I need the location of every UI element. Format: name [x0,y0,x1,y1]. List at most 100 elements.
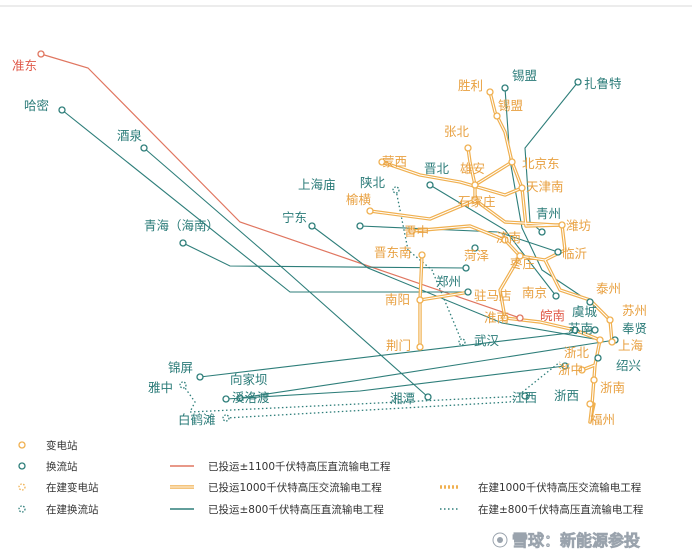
marker-wannan [516,314,524,322]
dc800-lines [61,81,616,400]
line-dc1100-huaidong-wannan [40,53,521,319]
line-dc800b-shanbei-wuhan [395,189,463,343]
line-dc800-ximeng-taizhou [504,87,591,303]
marker-yazhong [179,381,187,389]
marker-jinan [501,236,509,244]
legend: 变电站 换流站 在建变电站 在建换流站 已投运±1100千伏特高压直流输电工程 … [18,439,644,516]
label-sunan: 苏南 [568,321,593,336]
marker-xiongan [471,181,479,189]
legend-substation-label: 变电站 [46,439,78,452]
marker-heze [471,244,479,252]
label-yuheng: 榆横 [346,192,372,207]
watermark: 雪球：新能源参投 [492,531,640,550]
marker-yuheng [366,207,374,215]
marker-shanghai [608,338,616,346]
legend-converter-label: 换流站 [46,460,78,473]
marker-zhangbei [464,144,472,152]
label-weifang: 潍坊 [566,218,591,233]
label-shanghaimiao: 上海庙 [298,177,336,192]
marker-sunan [591,326,599,334]
marker-shijiazhuang [471,196,479,204]
marker-jingmen [416,343,424,351]
legend-ac1000-label: 已投运1000千伏特高压交流输电工程 [208,481,382,494]
marker-ximeng [493,112,501,120]
label-jinping: 锦屏 [168,360,193,375]
label-suzhou: 苏州 [622,303,647,318]
label-wuhan: 武汉 [474,333,500,348]
label-ximeng-top: 锡盟 [512,68,537,83]
marker-suzhou [606,316,614,324]
ac1000-line-cores [369,91,613,423]
label-zhaluteqi: 扎鲁特 [584,76,622,91]
marker-zhenan [590,376,598,384]
label-ningdong: 宁东 [282,210,307,225]
label-zhenan: 浙南 [600,380,625,395]
marker-zhengzhou [464,288,472,296]
marker-nanyang [416,296,424,304]
marker-weifang [558,221,566,229]
label-yazhong: 雅中 [148,380,173,395]
label-mengxi: 蒙西 [382,154,407,169]
label-shanghai: 上海 [618,338,644,353]
label-zhexi: 浙西 [554,388,579,403]
marker-zaozhuang [516,252,524,260]
legend-substation-marker [18,441,26,449]
label-zhumadian: 驻马店 [474,288,512,303]
label-jiangxi: 江西 [512,390,537,405]
legend-ac1000-building-label: 在建1000千伏特高压交流输电工程 [478,481,642,494]
marker-linyi [554,248,562,256]
legend-converter-building-marker [18,505,26,513]
marker-qingzhou [538,228,546,236]
marker-shanghaimiao [356,222,364,230]
line-dc800-jiuquan-xiangtan [143,147,429,398]
station-labels: 准东 哈密 酒泉 青海（海南） 宁东 上海庙 陕北 锡盟 胜利 锡盟 扎鲁特 张… [12,58,647,427]
line-dc800-jinbei-nanjing [429,184,557,297]
marker-fuzhou [586,400,594,408]
marker-ximeng-top [501,84,509,92]
marker-jinping [196,373,204,381]
label-hami: 哈密 [24,98,49,113]
label-shijiazhuang: 石家庄 [458,194,496,209]
line-dc800-hami-zhengzhou [61,109,468,293]
label-xiongan: 雄安 [460,161,485,176]
marker-qinghai [179,239,187,247]
label-jinbei: 晋北 [424,161,450,176]
label-qingzhou: 青州 [536,206,561,221]
marker-hami [58,106,66,114]
label-fengxian: 奉贤 [622,321,647,336]
marker-jindongnan [418,251,426,259]
marker-zhezhong [578,366,586,374]
watermark-text: 雪球：新能源参投 [512,531,640,550]
label-zhengzhou: 郑州 [436,274,461,289]
label-huaidong: 准东 [12,58,37,73]
legend-dc1100-label: 已投运±1100千伏特高压直流输电工程 [208,460,391,473]
label-zaozhuang: 枣庄 [510,256,535,271]
label-shaoxing: 绍兴 [616,358,641,373]
marker-zhaluteqi [574,78,582,86]
marker-mengxi [378,158,386,166]
marker-tianjinnan [518,184,526,192]
label-huainan: 淮南 [484,310,509,325]
marker-jinzhong [408,227,416,235]
marker-ningdong [308,222,316,230]
label-heze: 菏泽 [464,248,489,263]
legend-substation-building-marker [18,483,26,491]
label-fuzhou: 福州 [590,412,615,427]
label-taizhou: 泰州 [596,281,621,296]
marker-jiuquan [140,144,148,152]
marker-shaoxing [594,354,602,362]
marker-jinbei [426,181,434,189]
legend-dc800-building-label: 在建±800千伏特高压直流输电工程 [478,503,644,516]
marker-wuhan [458,338,466,346]
label-shengli: 胜利 [458,78,483,93]
label-beijingdong: 北京东 [522,156,560,171]
marker-zhumadian [462,264,470,272]
label-zhangbei: 张北 [444,124,470,139]
marker-zhexi [561,362,569,370]
label-zhebei: 浙北 [564,345,590,360]
line-dc800-xiluodu-zhexi [225,365,566,400]
marker-yucheng [571,326,579,334]
station-markers [37,50,619,422]
label-jinan: 济南 [496,230,521,245]
